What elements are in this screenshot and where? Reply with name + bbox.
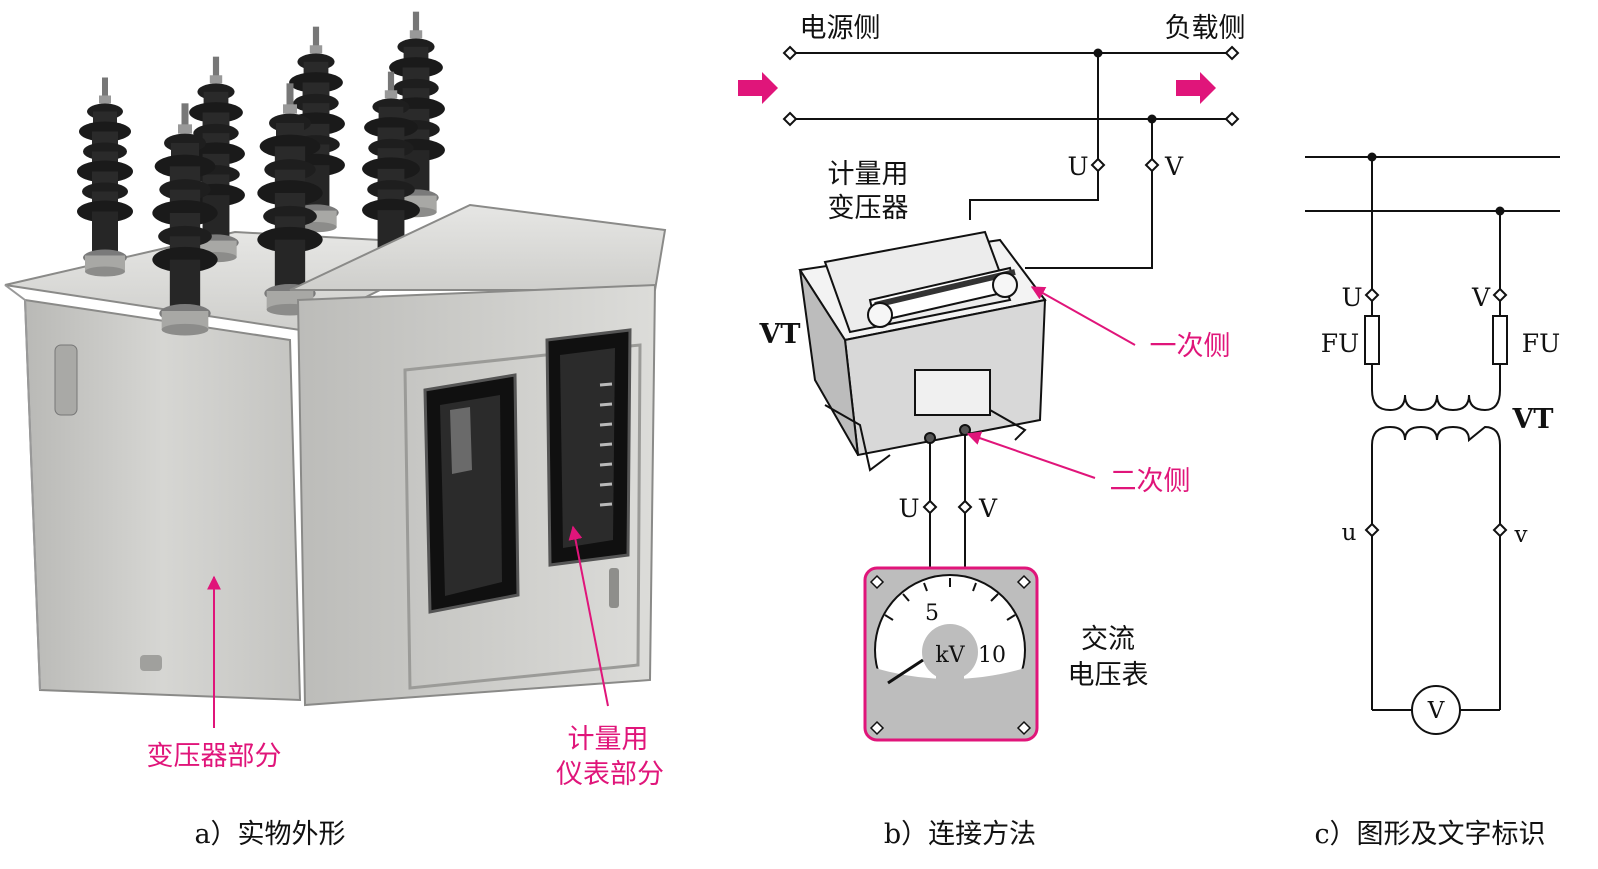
dial-mark-10: 10: [978, 643, 1006, 668]
insulator-icon: [77, 77, 133, 277]
dial-mark-5: 5: [925, 601, 939, 626]
terminal-u-top: U: [1067, 152, 1088, 181]
schematic-u-upper: U: [1341, 283, 1362, 312]
ac-voltmeter-line1: 交流: [1081, 624, 1135, 655]
caption-a: a）实物外形: [194, 819, 345, 850]
secondary-side-label: 二次侧: [1110, 466, 1191, 497]
terminal-icon: [1364, 287, 1508, 538]
vt-device-illustration: [798, 230, 1047, 472]
panel-c-schematic: [1305, 156, 1560, 735]
arrow-meter: [568, 525, 609, 707]
fuse-left-label: FU: [1321, 329, 1359, 358]
schematic-v-lower: v: [1514, 522, 1528, 548]
dial-unit: kV: [935, 643, 965, 668]
panel-a-illustration: [4, 11, 667, 707]
voltmeter-symbol-label: V: [1427, 698, 1445, 724]
schematic-v-upper: V: [1471, 283, 1491, 312]
fuse-left-icon: [1364, 315, 1380, 365]
arrow-primary: [1030, 286, 1136, 346]
vt-name-line1: 计量用: [828, 159, 909, 190]
flow-arrow-in-icon: [738, 72, 778, 104]
schematic-u-lower: u: [1342, 520, 1357, 546]
ac-voltmeter-line2: 电压表: [1068, 660, 1149, 691]
voltmeter-icon: [1411, 685, 1461, 735]
vt-name-line2: 变压器: [828, 193, 909, 224]
secondary-winding-icon: [1371, 425, 1501, 446]
vt-label-c: VT: [1511, 404, 1553, 435]
transformer-part-label: 变压器部分: [147, 741, 282, 772]
meter-part-label-line1: 计量用: [568, 724, 649, 755]
arrow-secondary: [966, 431, 1096, 479]
flow-arrow-out-icon: [1176, 72, 1216, 104]
terminal-u-bottom: U: [898, 494, 919, 523]
caption-c: c）图形及文字标识: [1314, 819, 1545, 850]
fuse-right-label: FU: [1522, 329, 1560, 358]
fuse-right-icon: [1492, 315, 1508, 365]
load-side-label: 负载侧: [1165, 13, 1246, 44]
ac-voltmeter: [863, 566, 1039, 742]
terminal-icon: [782, 45, 1240, 515]
terminal-v-bottom: V: [978, 494, 998, 523]
terminal-v-top: V: [1164, 152, 1184, 181]
vt-label-b: VT: [758, 319, 800, 350]
caption-b: b）连接方法: [884, 819, 1036, 850]
meter-part-label-line2: 仪表部分: [556, 759, 664, 790]
primary-winding-icon: [1371, 389, 1501, 412]
primary-side-label: 一次侧: [1150, 331, 1231, 362]
source-side-label: 电源侧: [800, 13, 881, 44]
